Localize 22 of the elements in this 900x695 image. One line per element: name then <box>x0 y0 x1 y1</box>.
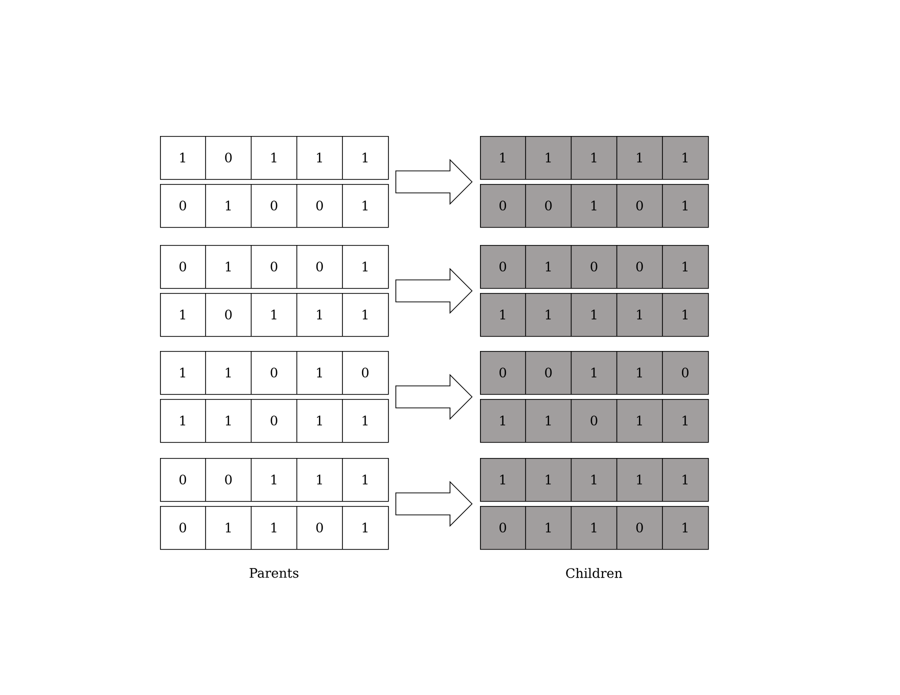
chromosome-bar: 1 1 0 1 1 <box>160 398 389 443</box>
block-arrow <box>395 158 473 205</box>
chromosome-bar: 0 1 1 0 1 <box>480 506 709 550</box>
chromosome-bar: 1 1 1 1 1 <box>480 136 709 180</box>
block-arrow <box>395 480 473 527</box>
chromosome-bar: 1 1 1 1 1 <box>480 292 709 337</box>
block-arrow <box>395 268 473 314</box>
chromosome-bar: 1 1 1 1 1 <box>480 458 709 502</box>
chromosome-bar: 0 0 1 1 0 <box>480 350 709 395</box>
chromosome-bar: 0 0 1 0 1 <box>480 184 709 228</box>
chromosome-bar: 0 1 1 0 1 <box>160 506 389 550</box>
chromosome-bar: 0 0 1 1 1 <box>160 458 389 502</box>
chromosome-bar: 1 0 1 1 1 <box>160 292 389 337</box>
chromosome-bar: 0 1 0 0 1 <box>160 184 389 228</box>
chromosome-bar: 0 1 0 0 1 <box>480 244 709 289</box>
chromosome-bar: 1 1 0 1 1 <box>480 398 709 443</box>
axis-caption: Children <box>566 568 622 578</box>
chromosome-bar: 0 1 0 0 1 <box>160 244 389 289</box>
chromosome-bar: 1 1 0 1 0 <box>160 350 389 395</box>
axis-caption: Parents <box>250 568 298 578</box>
block-arrow <box>395 374 473 420</box>
chromosome-bar: 1 0 1 1 1 <box>160 136 389 180</box>
